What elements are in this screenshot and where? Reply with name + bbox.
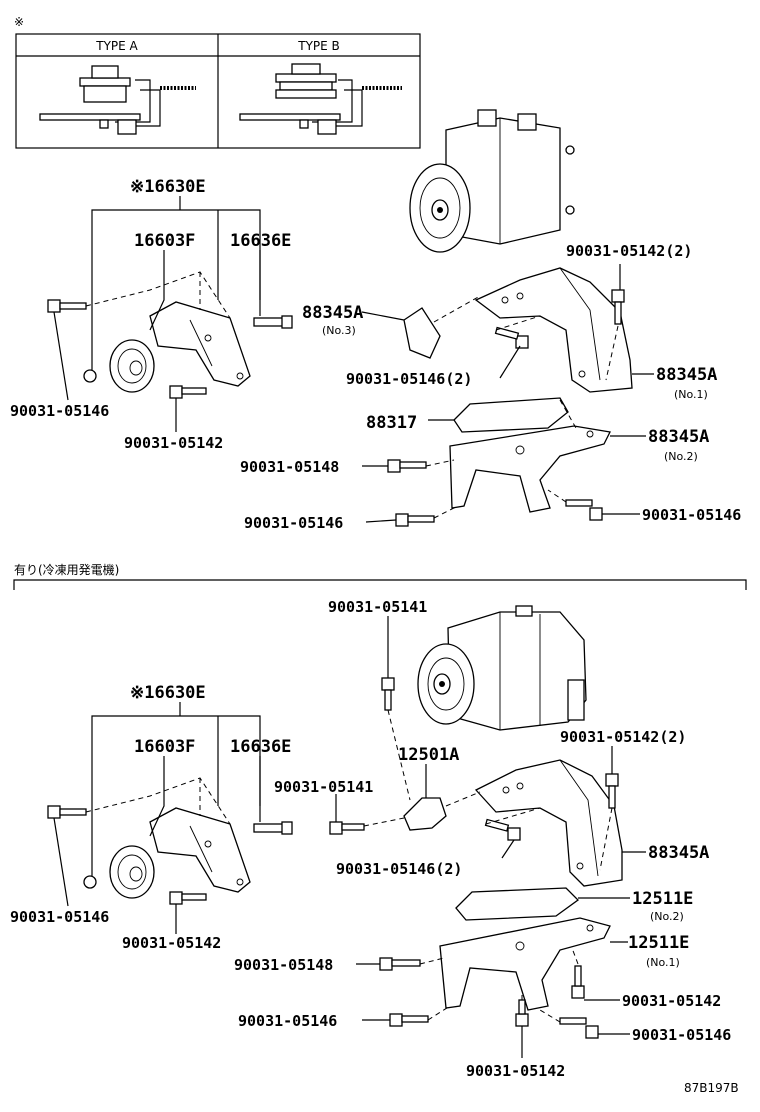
label-bolt-05141-top: 90031-05141	[328, 598, 427, 616]
label-bolt-05146x2-bottom: 90031-05146(2)	[336, 860, 462, 878]
type-a-sketch	[39, 65, 196, 135]
label-bolt-05146-right-bottom: 90031-05146	[632, 1026, 731, 1044]
label-bolt-05146-left-bottom: 90031-05146	[10, 908, 109, 926]
label-no2: (No.2)	[664, 450, 698, 463]
label-12511e-no1: 12511E	[628, 933, 689, 953]
label-bolt-05142-mid-top: 90031-05142	[124, 434, 223, 452]
label-no1: (No.1)	[674, 388, 708, 401]
bolts-top	[47, 289, 625, 527]
figure-code: 87B197B	[684, 1081, 739, 1095]
label-bolt-05146-left-top: 90031-05146	[10, 402, 109, 420]
bracket-12511e-no1	[439, 917, 611, 1011]
label-bolt-05148-bottom: 90031-05148	[234, 956, 333, 974]
label-bolt-05142-bottom: 90031-05142	[466, 1062, 565, 1080]
label-bolt-05142x2-top: 90031-05142(2)	[566, 242, 692, 260]
type-b-label: TYPE B	[297, 39, 340, 53]
label-no1-bottom: (No.1)	[646, 956, 680, 969]
plate-88317	[453, 397, 569, 433]
label-16603f-top: 16603F	[134, 231, 195, 251]
label-16630e-bottom: ※16630E	[130, 683, 206, 703]
compressor	[409, 109, 575, 253]
bracket-no2	[449, 425, 611, 513]
bracket-12501a	[403, 797, 447, 831]
label-bolt-05146-low-top: 90031-05146	[244, 514, 343, 532]
label-no3: (No.3)	[322, 324, 356, 337]
label-bolt-05146x2-top: 90031-05146(2)	[346, 370, 472, 388]
label-16636e-bottom: 16636E	[230, 737, 291, 757]
label-bolt-05146-right-top: 90031-05146	[642, 506, 741, 524]
label-12501a: 12501A	[398, 745, 459, 765]
label-12511e-no2: 12511E	[632, 889, 693, 909]
label-bolt-05142x2-bottom: 90031-05142(2)	[560, 728, 686, 746]
legend-mark: ※	[14, 15, 24, 29]
label-16603f-bottom: 16603F	[134, 737, 195, 757]
label-bolt-05146-low-bottom: 90031-05146	[238, 1012, 337, 1030]
label-no2-bottom: (No.2)	[650, 910, 684, 923]
label-bolt-05148-top: 90031-05148	[240, 458, 339, 476]
label-bolt-05142-right-bottom: 90031-05142	[622, 992, 721, 1010]
type-b-sketch	[239, 63, 402, 135]
label-88345a-no1: 88345A	[656, 365, 717, 385]
bolts-bottom	[47, 677, 619, 1039]
label-88345a-bottom: 88345A	[648, 843, 709, 863]
section-header: 有り(冷凍用発電機)	[14, 562, 119, 577]
section-bracket	[13, 579, 747, 590]
label-88345a-no2: 88345A	[648, 427, 709, 447]
alternator	[417, 605, 587, 731]
bracket-no3	[403, 307, 441, 359]
label-88345a-no3: 88345A	[302, 303, 363, 323]
label-16630e-top: ※16630E	[130, 177, 206, 197]
type-a-label: TYPE A	[95, 39, 138, 53]
plate-12511e-no2	[455, 887, 579, 921]
tensioner-top	[109, 301, 251, 393]
label-88317: 88317	[366, 413, 417, 433]
tensioner-bottom	[109, 807, 251, 899]
label-bolt-05142-mid-bottom: 90031-05142	[122, 934, 221, 952]
label-16636e-top: 16636E	[230, 231, 291, 251]
label-bolt-05141-mid: 90031-05141	[274, 778, 373, 796]
